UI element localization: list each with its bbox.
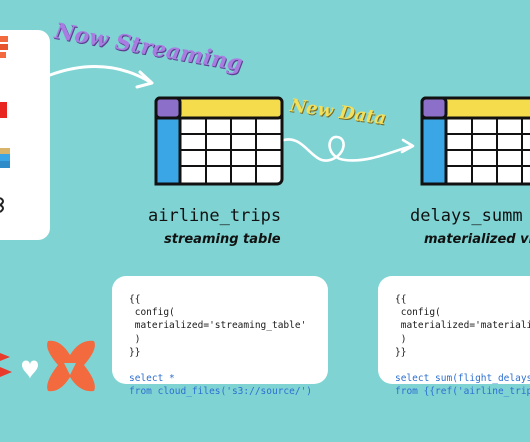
code-line: config( bbox=[395, 307, 441, 319]
table-type: streaming table bbox=[164, 232, 281, 247]
code-line: from cloud_files('s3://source/') bbox=[129, 386, 313, 398]
code-line: {{ bbox=[129, 294, 141, 305]
code-block: {{ config( materialized='streaming_table… bbox=[129, 293, 312, 399]
code-line: select * bbox=[129, 373, 175, 385]
code-card: {{ config( materialized='materiali ) }} … bbox=[378, 276, 530, 397]
code-line: materialized='materiali bbox=[395, 320, 530, 332]
heart-icon bbox=[22, 360, 38, 379]
kafka-icon bbox=[0, 102, 7, 118]
code-line: config( bbox=[129, 307, 175, 319]
code-line: select sum(flight_delays bbox=[395, 373, 530, 385]
sources-card bbox=[0, 30, 50, 240]
code-block: {{ config( materialized='materiali ) }} … bbox=[395, 293, 530, 399]
code-line: }} bbox=[395, 346, 407, 358]
code-line: }} bbox=[129, 346, 141, 358]
table-icon bbox=[420, 96, 530, 186]
misc-icon bbox=[0, 197, 4, 213]
bottom-logos bbox=[0, 340, 95, 392]
databricks-icon bbox=[0, 36, 8, 58]
delta-icon bbox=[0, 148, 10, 168]
source-logos bbox=[0, 36, 10, 213]
dbt-logo-icon bbox=[47, 340, 95, 392]
code-line: materialized='streaming_table' bbox=[129, 320, 307, 332]
code-line: ) bbox=[129, 333, 141, 345]
code-card: {{ config( materialized='streaming_table… bbox=[112, 276, 328, 397]
databricks-logo-partial bbox=[0, 353, 12, 377]
table-name: airline_trips bbox=[148, 206, 282, 226]
table-name: delays_summ bbox=[410, 206, 523, 226]
code-line: from {{ref('airline_trip bbox=[395, 386, 530, 398]
table-icon bbox=[154, 96, 284, 186]
code-line: {{ bbox=[395, 294, 407, 305]
code-line: ) bbox=[395, 333, 407, 345]
table-type: materialized vi bbox=[424, 232, 530, 247]
